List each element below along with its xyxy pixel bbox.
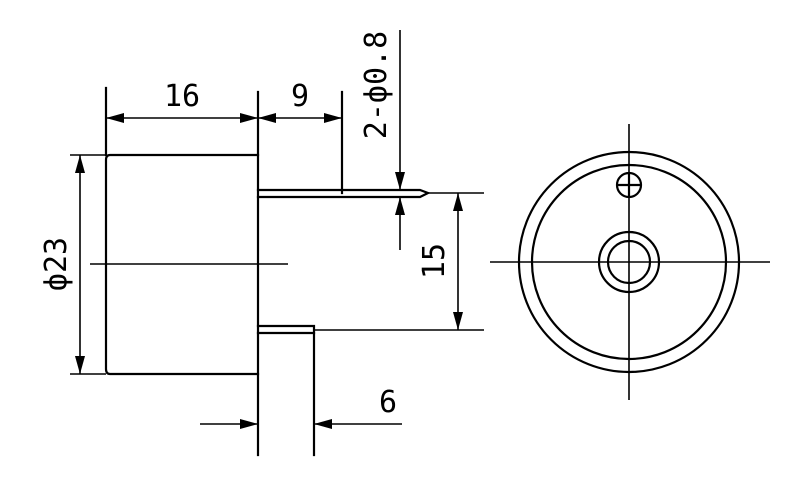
arrow-left [258, 113, 276, 123]
sound-port-inner-circle [606, 239, 652, 285]
arrow-down [453, 312, 463, 330]
arrow-right [240, 113, 258, 123]
arrow-up [453, 193, 463, 211]
sound-port-outer-circle [597, 230, 661, 294]
dim-label-body-length: 16 [164, 79, 200, 114]
dim-body-length: 16 [104, 79, 258, 157]
arrow-down [75, 356, 85, 374]
side-view [90, 90, 484, 457]
arrow-up [75, 155, 85, 173]
arrow-left [314, 419, 332, 429]
dim-pin-length: 6 [200, 385, 402, 429]
dim-label-pin-length: 6 [379, 385, 397, 420]
lower-pin [256, 324, 316, 335]
dim-label-pin-diameter: 2-ф0.8 [359, 31, 394, 139]
front-view [490, 124, 770, 400]
inner-rim-circle [530, 163, 728, 361]
arrow-left [106, 113, 124, 123]
dim-pin-diameter: 2-ф0.8 [359, 30, 405, 250]
arrow-right [240, 419, 258, 429]
dim-label-pin-spacing: 15 [417, 243, 452, 279]
dim-pin-offset: 9 [258, 79, 344, 195]
dim-diameter: ф23 [39, 154, 106, 375]
dim-label-diameter: ф23 [39, 237, 74, 291]
dim-label-pin-offset: 9 [291, 79, 309, 114]
arrow-up [395, 197, 405, 215]
arrow-right [324, 113, 342, 123]
arrow-down [395, 172, 405, 190]
positive-polarity-icon [615, 171, 643, 199]
dim-pin-spacing: 15 [417, 193, 463, 330]
outer-rim-circle [517, 150, 741, 374]
